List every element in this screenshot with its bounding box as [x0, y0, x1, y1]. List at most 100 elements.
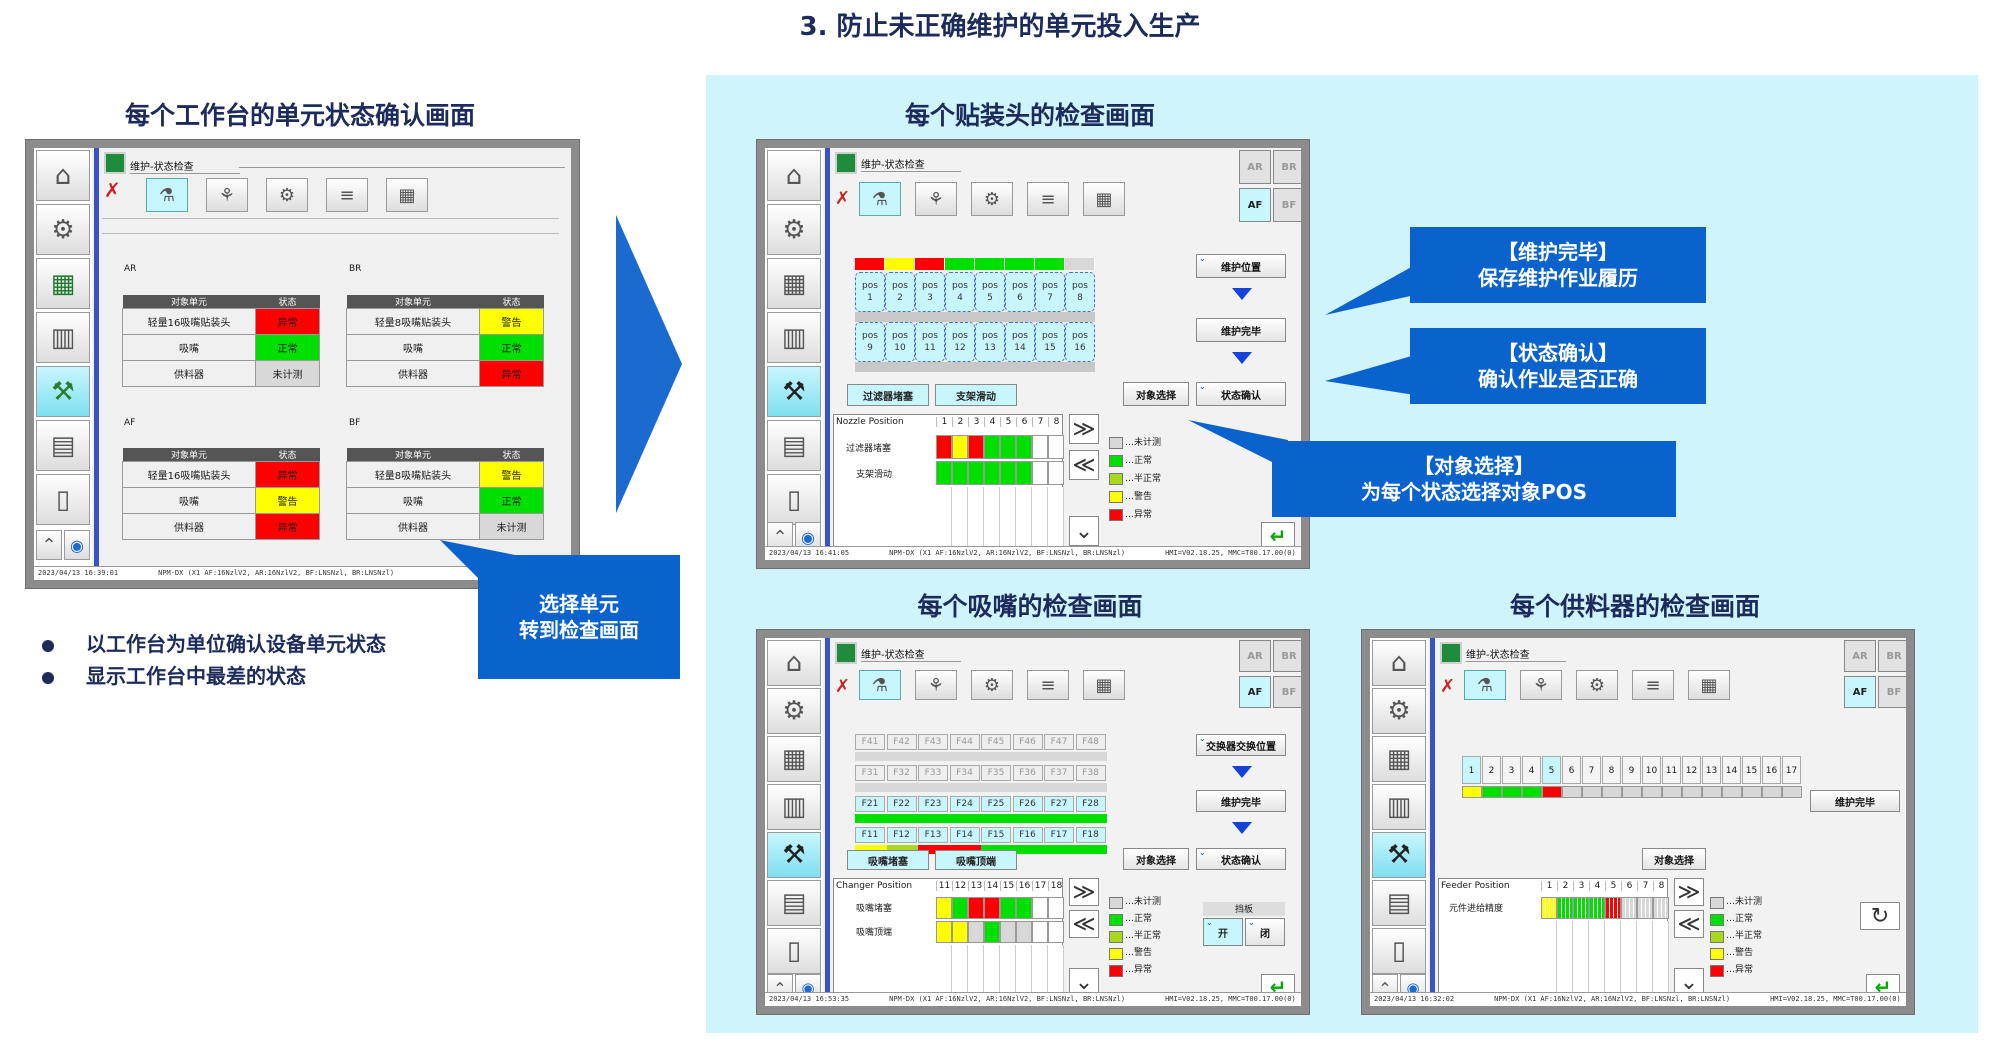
tab-bf[interactable]: BF: [1273, 188, 1301, 222]
prev-page-icon[interactable]: ≪: [1069, 450, 1099, 480]
feeder-slot[interactable]: 13: [1702, 756, 1721, 784]
tab-ar[interactable]: AR: [1239, 640, 1271, 672]
tab-af[interactable]: AF: [1239, 676, 1271, 708]
chart-icon[interactable]: ▥: [767, 784, 821, 830]
tab-nozzle[interactable]: ⚘: [915, 670, 957, 700]
scroll-down-icon[interactable]: ⌄: [1674, 968, 1704, 996]
target-select-button[interactable]: 对象选择: [1123, 848, 1189, 870]
feeder-slot[interactable]: 12: [1682, 756, 1701, 784]
changer-slot[interactable]: F25: [981, 796, 1011, 812]
pos-button[interactable]: pos 3: [915, 272, 945, 312]
changer-slot[interactable]: F42: [886, 734, 917, 750]
pos-button[interactable]: pos 14: [1005, 322, 1035, 362]
changer-slot[interactable]: F45: [981, 734, 1011, 750]
feeder-slot[interactable]: 6: [1562, 756, 1581, 784]
changer-slot[interactable]: F46: [1012, 734, 1043, 750]
globe-icon[interactable]: ◉: [64, 530, 90, 560]
pos-button[interactable]: pos 6: [1005, 272, 1035, 312]
changer-slot[interactable]: F22: [886, 796, 917, 812]
device-icon[interactable]: ▯: [36, 474, 90, 525]
changer-slot[interactable]: F44: [949, 734, 980, 750]
board-icon[interactable]: ▦: [36, 258, 90, 309]
shutter-close-button[interactable]: ⌄闭: [1245, 918, 1285, 946]
home-icon[interactable]: ⌂: [36, 150, 90, 201]
next-page-icon[interactable]: ≫: [1674, 878, 1704, 906]
maintenance-done-button[interactable]: 维护完毕: [1810, 790, 1900, 812]
home-icon[interactable]: ⌂: [767, 640, 821, 686]
feeder-slot[interactable]: 10: [1642, 756, 1661, 784]
exchange-position-button[interactable]: ⌄交换器交换位置: [1196, 734, 1286, 756]
holder-slide-button[interactable]: 支架滑动: [935, 384, 1017, 406]
tool-icon[interactable]: ✗: [835, 676, 851, 697]
tab-board[interactable]: ▦: [1083, 182, 1125, 216]
feeder-slot[interactable]: 11: [1662, 756, 1681, 784]
changer-slot[interactable]: F23: [918, 796, 948, 812]
changer-slot[interactable]: F18: [1075, 827, 1106, 843]
maintenance-icon[interactable]: ⚒: [767, 832, 821, 878]
feeder-slot[interactable]: 5: [1542, 756, 1561, 784]
document-icon[interactable]: ▤: [767, 420, 821, 471]
changer-slot[interactable]: F33: [918, 765, 948, 781]
changer-slot[interactable]: F14: [949, 827, 980, 843]
pos-button[interactable]: pos 13: [975, 322, 1005, 362]
pos-button[interactable]: pos 10: [885, 322, 915, 362]
conveyor-icon[interactable]: ⚙: [767, 204, 821, 255]
feeder-slot[interactable]: 2: [1482, 756, 1501, 784]
pos-button[interactable]: pos 15: [1035, 322, 1065, 362]
home-icon[interactable]: ⌂: [767, 150, 821, 201]
tab-head[interactable]: ⚗: [859, 182, 901, 216]
feeder-slot[interactable]: 3: [1502, 756, 1521, 784]
device-icon[interactable]: ▯: [767, 928, 821, 974]
target-select-button[interactable]: 对象选择: [1642, 848, 1706, 870]
feeder-slot[interactable]: 14: [1722, 756, 1741, 784]
nozzle-clog-button[interactable]: 吸嘴堵塞: [847, 850, 929, 870]
changer-slot[interactable]: F28: [1075, 796, 1106, 812]
refresh-icon[interactable]: ↻: [1860, 902, 1900, 930]
status-check-button[interactable]: ⌄状态确认: [1196, 382, 1286, 406]
maintenance-done-button[interactable]: 维护完毕: [1196, 318, 1286, 342]
changer-slot[interactable]: F16: [1012, 827, 1043, 843]
chart-icon[interactable]: ▥: [36, 312, 90, 363]
table-row[interactable]: 轻量16吸嘴贴装头异常: [122, 461, 320, 488]
device-icon[interactable]: ▯: [1372, 928, 1426, 974]
feeder-slot[interactable]: 8: [1602, 756, 1621, 784]
changer-slot[interactable]: F43: [918, 734, 948, 750]
scroll-down-icon[interactable]: ⌄: [1069, 516, 1099, 546]
maintenance-icon[interactable]: ⚒: [1372, 832, 1426, 878]
tab-feeder[interactable]: ⚙: [266, 178, 308, 212]
next-page-icon[interactable]: ≫: [1069, 878, 1099, 906]
board-icon[interactable]: ▦: [1372, 736, 1426, 782]
tab-board[interactable]: ▦: [1083, 670, 1125, 700]
changer-slot[interactable]: F34: [949, 765, 980, 781]
conveyor-icon[interactable]: ⚙: [1372, 688, 1426, 734]
changer-slot[interactable]: F24: [949, 796, 980, 812]
feeder-slot[interactable]: 9: [1622, 756, 1641, 784]
maintenance-done-button[interactable]: 维护完毕: [1196, 790, 1286, 812]
changer-slot[interactable]: F15: [981, 827, 1011, 843]
pos-button[interactable]: pos 12: [945, 322, 975, 362]
maintenance-position-button[interactable]: ⌄维护位置: [1196, 254, 1286, 278]
changer-slot[interactable]: F31: [855, 765, 885, 781]
changer-slot[interactable]: F37: [1044, 765, 1074, 781]
pos-button[interactable]: pos 2: [885, 272, 915, 312]
changer-slot[interactable]: F47: [1044, 734, 1074, 750]
changer-slot[interactable]: F32: [886, 765, 917, 781]
tab-feeder[interactable]: ⚙: [971, 182, 1013, 216]
tab-nozzle[interactable]: ⚘: [206, 178, 248, 212]
changer-slot[interactable]: F41: [855, 734, 885, 750]
tab-bf[interactable]: BF: [1273, 676, 1301, 708]
tab-board[interactable]: ▦: [1688, 670, 1730, 700]
table-row[interactable]: 供料器异常: [122, 513, 320, 540]
tab-nozzle[interactable]: ⚘: [915, 182, 957, 216]
table-row[interactable]: 吸嘴正常: [346, 334, 544, 361]
pos-button[interactable]: pos 8: [1065, 272, 1095, 312]
pos-button[interactable]: pos 7: [1035, 272, 1065, 312]
changer-slot[interactable]: F11: [855, 827, 885, 843]
device-icon[interactable]: ▯: [767, 474, 821, 525]
document-icon[interactable]: ▤: [767, 880, 821, 926]
pos-button[interactable]: pos 9: [855, 322, 885, 362]
maintenance-icon[interactable]: ⚒: [36, 366, 90, 417]
tab-head[interactable]: ⚗: [859, 670, 901, 700]
scroll-up-icon[interactable]: ⌃: [36, 530, 62, 560]
tab-conveyor[interactable]: ≡: [1027, 182, 1069, 216]
